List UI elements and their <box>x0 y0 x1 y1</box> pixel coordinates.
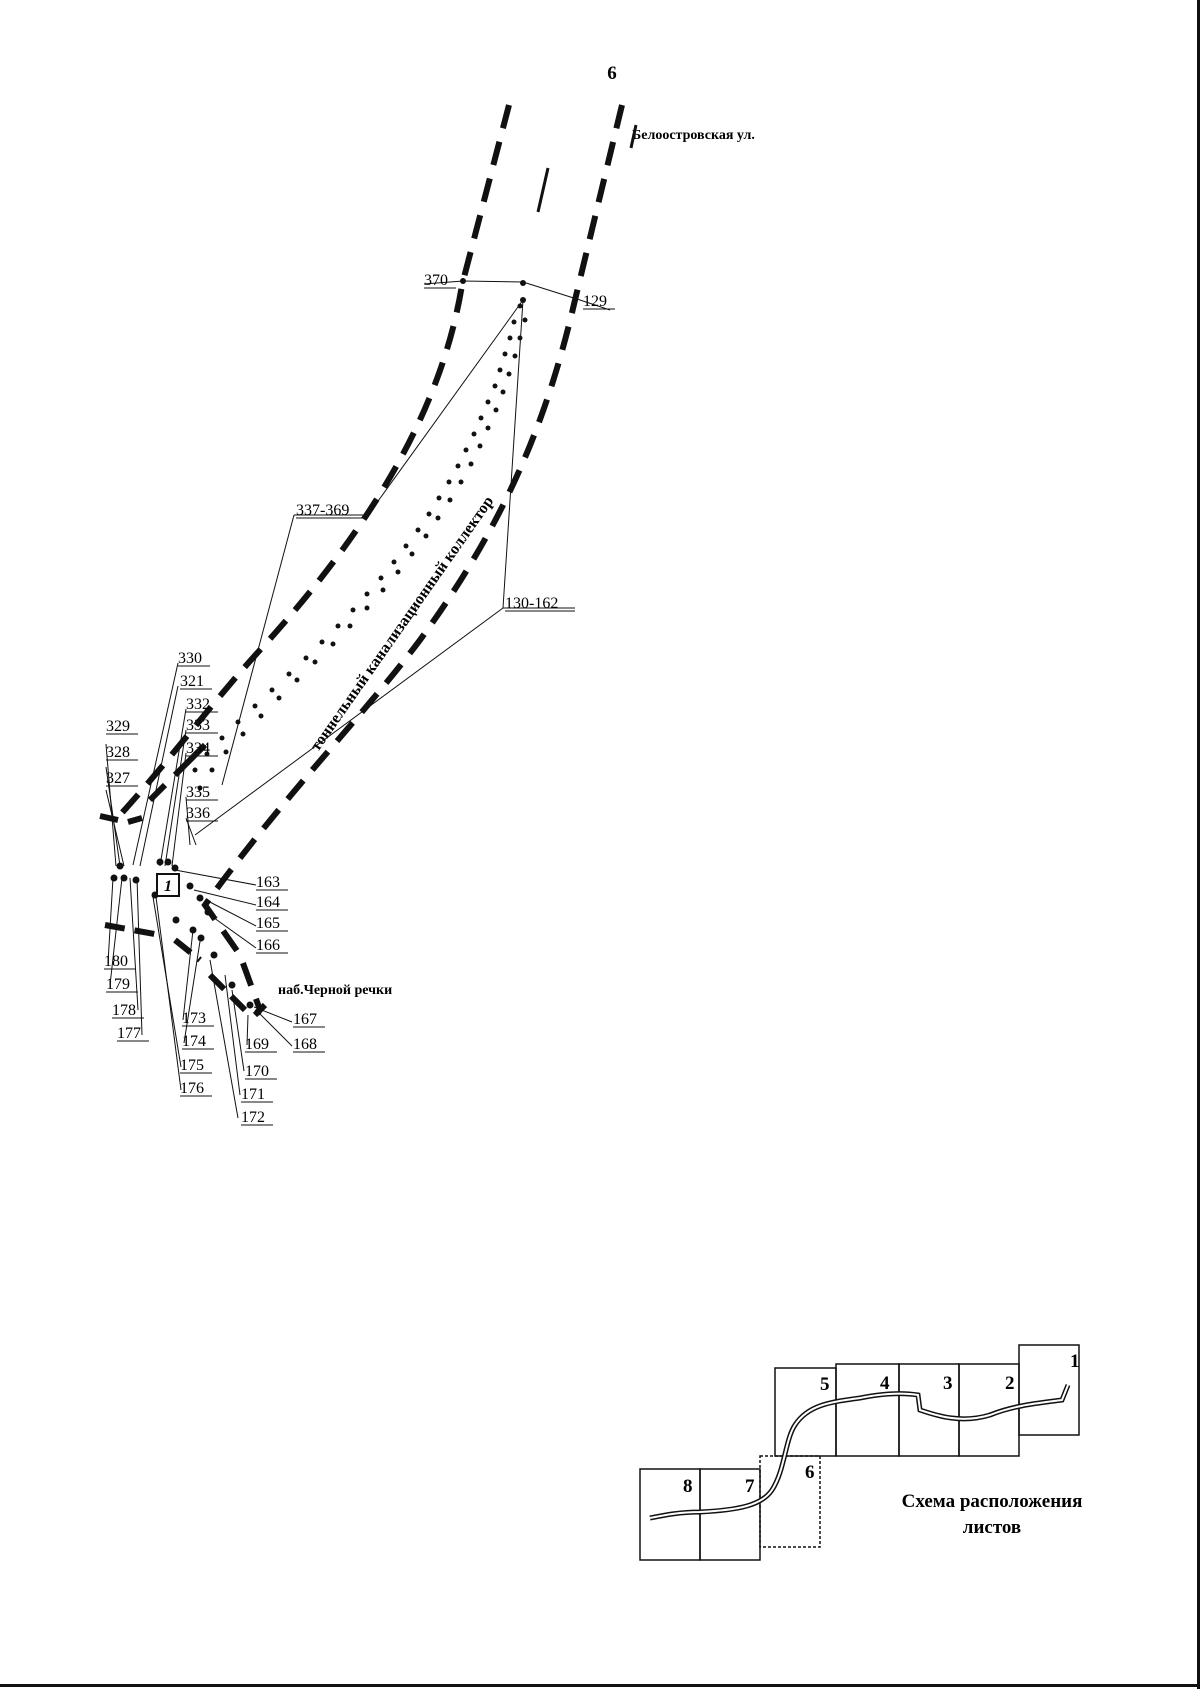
leader-lines <box>105 280 611 1119</box>
point-label-332: 332 <box>186 696 210 713</box>
point-label-169: 169 <box>245 1036 269 1053</box>
inset-sheet-3-label: 3 <box>943 1373 953 1394</box>
point-label-330: 330 <box>178 650 202 667</box>
point-label-370: 370 <box>424 272 448 289</box>
point-label-175: 175 <box>180 1057 204 1074</box>
junction-points <box>110 278 526 1016</box>
point-label-130-162: 130-162 <box>505 595 558 612</box>
point-label-176: 176 <box>180 1080 204 1097</box>
point-label-164: 164 <box>256 894 280 911</box>
point-label-336: 336 <box>186 805 210 822</box>
point-label-167: 167 <box>293 1011 317 1028</box>
point-label-179: 179 <box>106 976 130 993</box>
point-label-321: 321 <box>180 673 204 690</box>
road-edge-right <box>201 104 625 1012</box>
inset-sheet-4-label: 4 <box>880 1373 890 1394</box>
inset-sheet-4-frame <box>835 1363 900 1457</box>
point-label-168: 168 <box>293 1036 317 1053</box>
sheet-layout-inset <box>639 1344 1080 1561</box>
road-edge-left <box>117 104 512 818</box>
marker-label: 1 <box>164 878 172 895</box>
inset-sheet-numbers: 1 2 3 4 5 6 7 8 <box>683 1351 1080 1497</box>
embankment-edge-top <box>99 742 208 825</box>
point-label-174: 174 <box>182 1033 206 1050</box>
inset-sheet-2-label: 2 <box>1005 1373 1015 1394</box>
street-label-chernaya-rechka: наб.Черной речки <box>278 983 392 998</box>
point-label-335: 335 <box>186 784 210 801</box>
point-label-173: 173 <box>182 1010 206 1027</box>
point-label-165: 165 <box>256 915 280 932</box>
point-label-163: 163 <box>256 874 280 891</box>
point-label-328: 328 <box>106 744 130 761</box>
point-label-129: 129 <box>583 293 607 310</box>
point-label-178: 178 <box>112 1002 136 1019</box>
page-frame-bottom <box>0 1684 1200 1687</box>
point-label-171: 171 <box>241 1086 265 1103</box>
point-label-329: 329 <box>106 718 130 735</box>
inset-sheet-7-label: 7 <box>745 1476 755 1497</box>
collector-points <box>192 303 528 791</box>
point-labels: 370 129 337-369 130-162 330 321 332 333 … <box>104 272 607 1126</box>
median-mark <box>536 167 550 213</box>
point-label-327: 327 <box>106 770 130 787</box>
inset-sheet-1-label: 1 <box>1070 1351 1080 1372</box>
point-label-166: 166 <box>256 937 280 954</box>
inset-caption-line1: Схема расположения <box>902 1491 1083 1512</box>
label-underlines <box>104 287 615 1126</box>
point-label-180: 180 <box>104 953 128 970</box>
collector-label: тоннельный канализационный коллектор <box>307 493 497 754</box>
inset-sheet-5-label: 5 <box>820 1374 830 1395</box>
point-label-337-369: 337-369 <box>296 502 349 519</box>
inset-sheet-6-label: 6 <box>805 1462 815 1483</box>
point-label-170: 170 <box>245 1063 269 1080</box>
page-frame-right <box>1197 0 1200 1689</box>
street-label-beloostrovskaya: Белоостровская ул. <box>632 128 755 143</box>
point-label-333: 333 <box>186 717 210 734</box>
street-tick <box>629 124 638 149</box>
inset-sheet-8-label: 8 <box>683 1476 693 1497</box>
page-number: 6 <box>607 63 617 84</box>
point-label-172: 172 <box>241 1109 265 1126</box>
point-label-334: 334 <box>186 740 210 757</box>
point-label-177: 177 <box>117 1025 141 1042</box>
inset-caption-line2: листов <box>963 1517 1021 1538</box>
embankment-edge-bottom <box>104 922 268 1018</box>
marker-box <box>156 873 180 897</box>
